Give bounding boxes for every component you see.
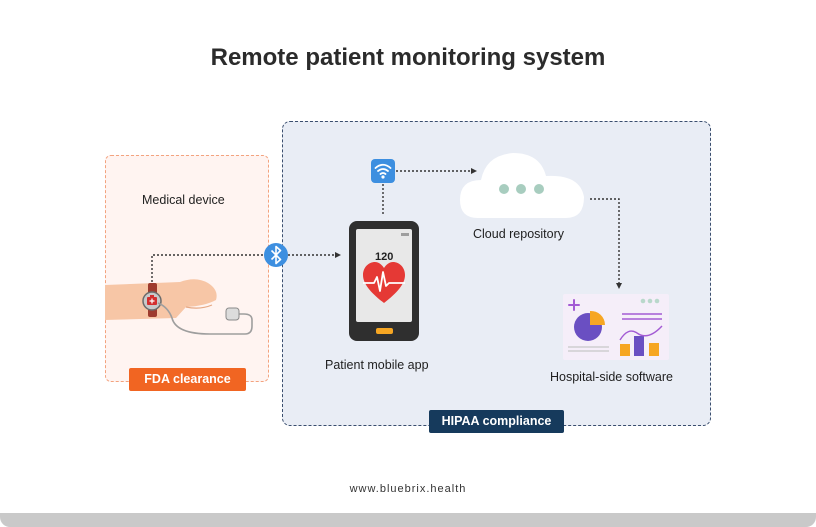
sensor-cable bbox=[157, 302, 253, 335]
trend-line bbox=[619, 325, 663, 341]
plus-icon bbox=[568, 299, 580, 311]
heartbeat-line bbox=[363, 271, 405, 292]
bar bbox=[649, 343, 659, 356]
medical-device-label: Medical device bbox=[142, 193, 225, 207]
heart-icon bbox=[363, 262, 405, 303]
hospital-software-label: Hospital-side software bbox=[550, 370, 673, 384]
arrowheads bbox=[335, 168, 622, 289]
window-dot bbox=[654, 298, 660, 304]
page-title: Remote patient monitoring system bbox=[210, 44, 606, 71]
connector-cloud-to-hospital bbox=[590, 198, 620, 283]
medical-kit-icon bbox=[147, 295, 157, 305]
patient-app-label: Patient mobile app bbox=[325, 358, 429, 372]
wearable-device-illustration bbox=[105, 279, 253, 335]
hipaa-compliance-badge: HIPAA compliance bbox=[429, 410, 564, 433]
patient-phone bbox=[349, 221, 419, 341]
hand-detail bbox=[185, 304, 213, 309]
finger-clip bbox=[225, 307, 240, 321]
footer-url: www.bluebrix.health bbox=[349, 483, 467, 495]
bottom-bar bbox=[0, 513, 816, 527]
bar bbox=[634, 336, 644, 356]
cloud-dot bbox=[534, 184, 544, 194]
connector-device-to-bluetooth bbox=[151, 254, 264, 290]
cloud-dot bbox=[516, 184, 526, 194]
text-line bbox=[568, 346, 609, 352]
bar bbox=[620, 344, 630, 356]
arrowhead-hospital bbox=[616, 283, 622, 289]
window-dot bbox=[640, 298, 646, 304]
arrowhead-phone bbox=[335, 252, 341, 258]
wifi-icon bbox=[371, 159, 395, 183]
bluetooth-icon bbox=[264, 243, 288, 267]
cloud-dot bbox=[499, 184, 509, 194]
pie-slice bbox=[590, 310, 606, 325]
phone-status-indicator bbox=[401, 233, 409, 236]
medical-device-region bbox=[105, 155, 269, 382]
text-line bbox=[622, 313, 662, 320]
phone-home-button bbox=[376, 328, 393, 334]
phone-reading: 120 bbox=[375, 251, 394, 263]
hospital-dashboard-illustration bbox=[563, 294, 669, 360]
connector-lines bbox=[151, 170, 620, 290]
cloud-icon bbox=[460, 153, 584, 218]
window-dot bbox=[647, 298, 653, 304]
arrowhead-cloud bbox=[471, 168, 477, 174]
cloud-repository-label: Cloud repository bbox=[473, 227, 565, 241]
fda-clearance-badge: FDA clearance bbox=[129, 368, 246, 391]
